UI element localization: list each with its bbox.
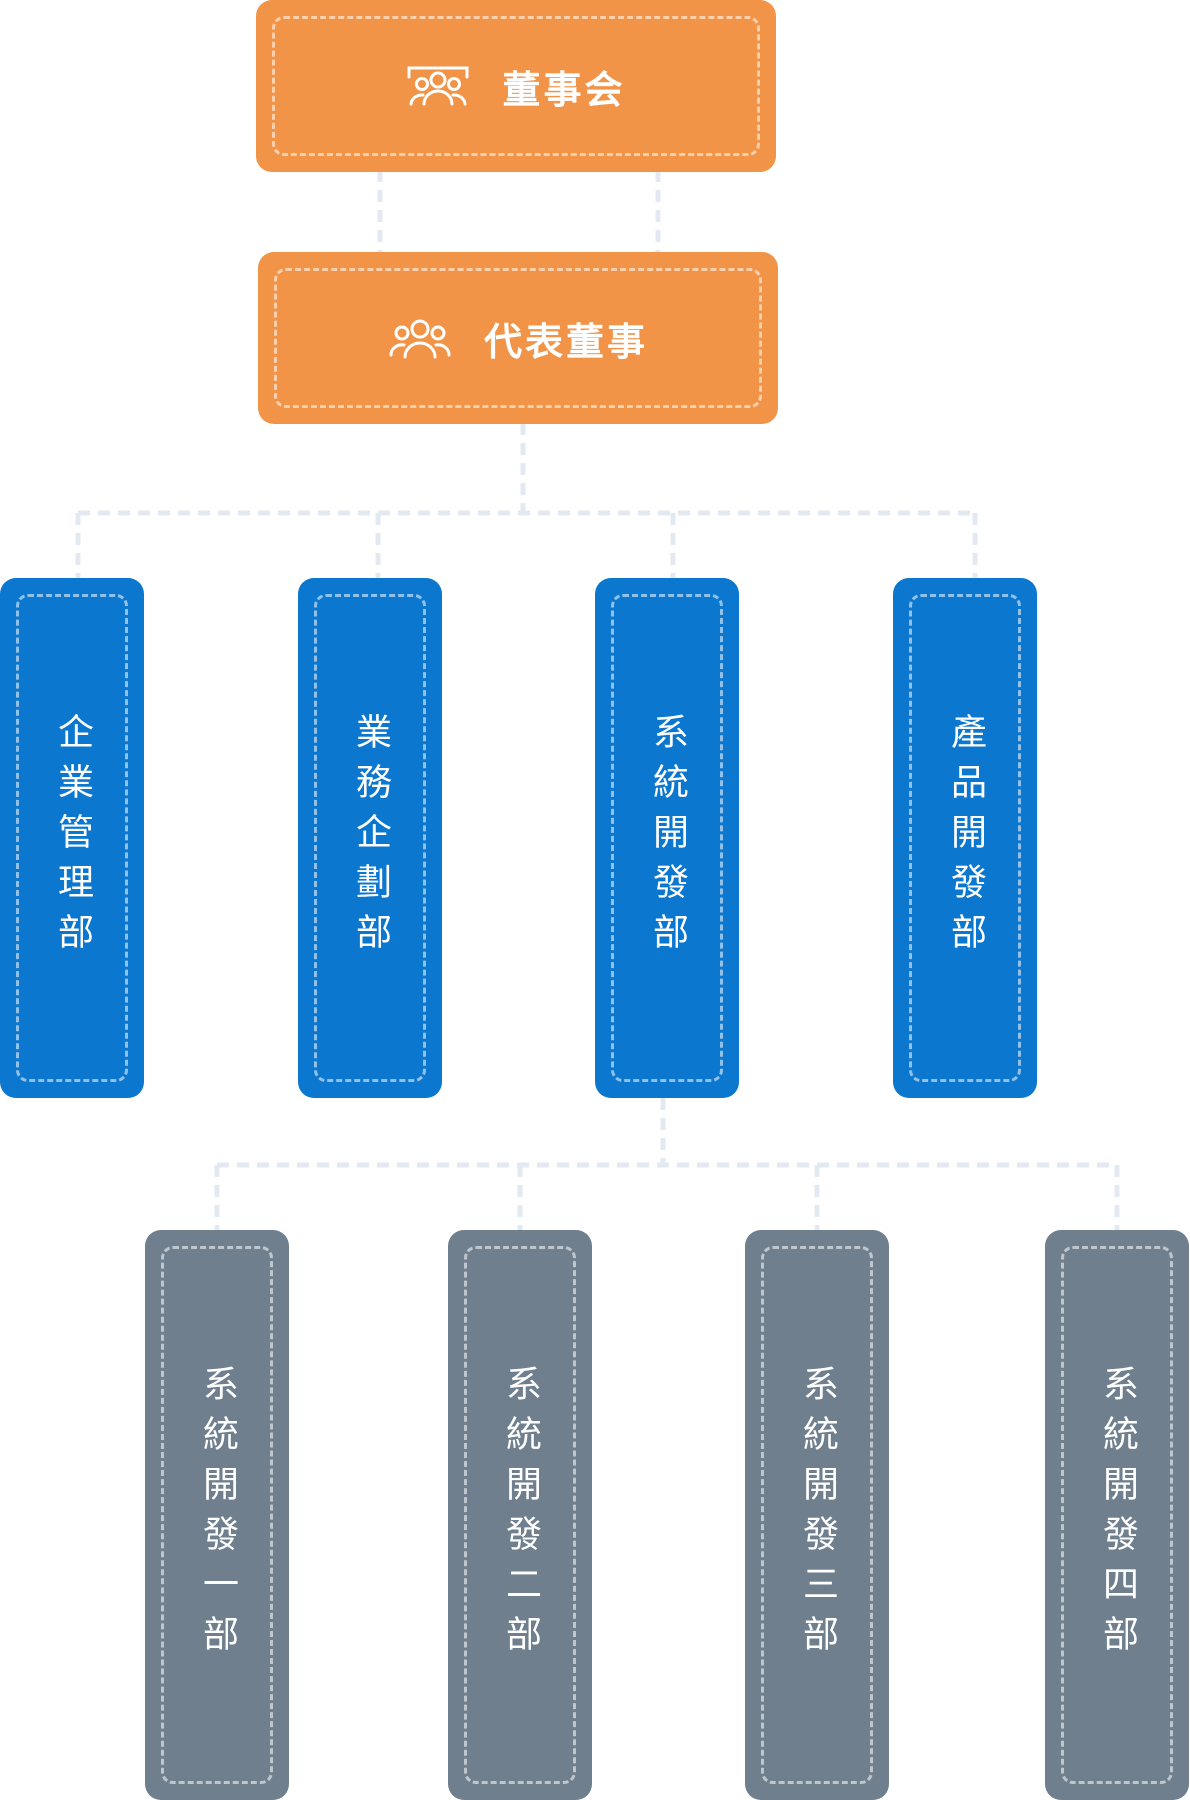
division-box-2[interactable]: 系統開發二部 [448,1230,592,1800]
division-label: 系統開發三部 [797,1365,838,1665]
department-label: 業務企劃部 [350,713,391,963]
department-label: 產品開發部 [945,713,986,963]
ceo-box[interactable]: 代表董事 [258,252,778,424]
group-icon [389,319,451,359]
department-box-system-development[interactable]: 系統開發部 [595,578,739,1098]
group-icon [407,66,469,106]
board-label: 董事会 [502,67,626,112]
department-box-corporate-management[interactable]: 企業管理部 [0,578,144,1098]
division-box-3[interactable]: 系統開發三部 [745,1230,889,1800]
division-label: 系統開發一部 [197,1365,238,1665]
division-box-1[interactable]: 系統開發一部 [145,1230,289,1800]
department-label: 系統開發部 [647,713,688,963]
division-box-4[interactable]: 系統開發四部 [1045,1230,1189,1800]
division-label: 系統開發二部 [500,1365,541,1665]
department-box-product-development[interactable]: 產品開發部 [893,578,1037,1098]
department-box-business-planning[interactable]: 業務企劃部 [298,578,442,1098]
ceo-label: 代表董事 [483,319,648,364]
division-label: 系統開發四部 [1097,1365,1138,1665]
department-label: 企業管理部 [52,713,93,963]
board-box[interactable]: 董事会 [256,0,776,172]
